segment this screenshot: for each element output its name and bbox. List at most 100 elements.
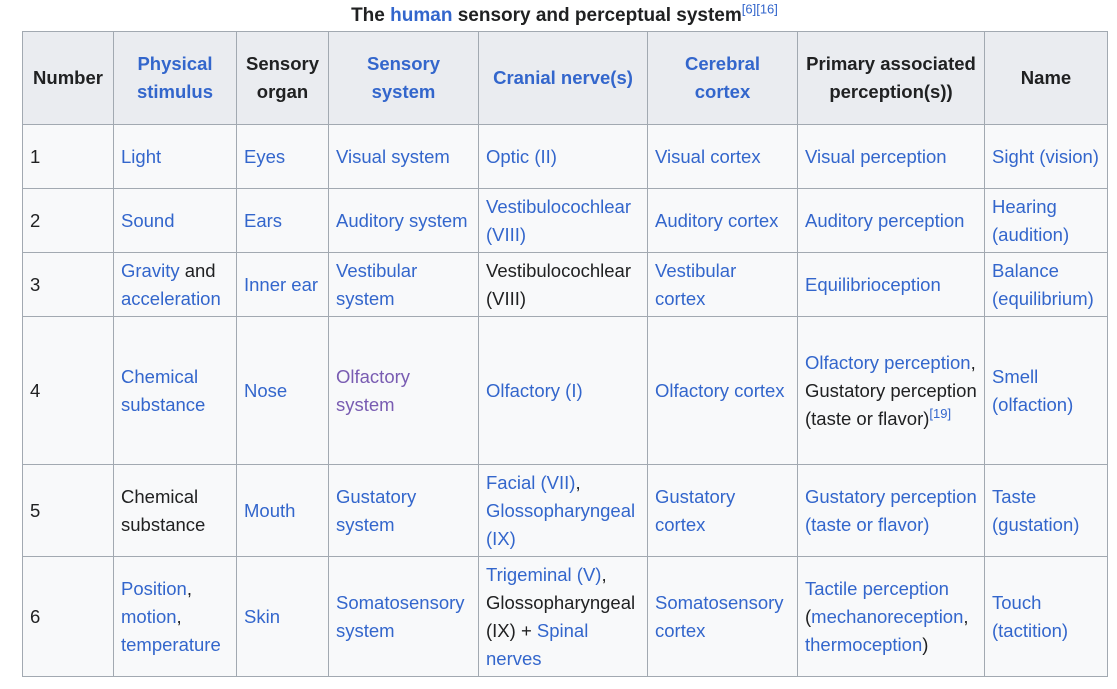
cell-link[interactable]: Auditory system [336, 209, 468, 231]
cell-link[interactable]: Balance (equilibrium) [992, 259, 1094, 309]
cell-link[interactable]: temperature [121, 633, 221, 655]
cell-link[interactable]: Touch (tactition) [992, 591, 1069, 641]
cell-link[interactable]: motion [121, 605, 177, 627]
table-cell: Vestibular system [328, 252, 479, 317]
table-cell: Gustatory system [328, 464, 479, 557]
cell-link[interactable]: Visual system [336, 145, 450, 167]
table-cell: Ears [236, 188, 329, 253]
table-cell: Touch (tactition) [984, 556, 1108, 677]
table-cell: Equilibrioception [797, 252, 985, 317]
cell-link[interactable]: Smell (olfaction) [992, 365, 1074, 415]
cell-link[interactable]: Olfactory perception [805, 351, 971, 373]
cell-link[interactable]: Sound [121, 209, 175, 231]
cell-link[interactable]: Position [121, 577, 187, 599]
cell-link[interactable]: Vestibulocochlear (VIII) [486, 195, 632, 245]
column-header: Physical stimulus [113, 31, 237, 125]
cell-link[interactable]: Skin [244, 605, 280, 627]
cell-link[interactable]: Sight (vision) [992, 145, 1099, 167]
table-cell: Balance (equilibrium) [984, 252, 1108, 317]
cell-link[interactable]: Auditory cortex [655, 209, 779, 231]
table-cell: Olfactory cortex [647, 316, 798, 465]
caption-link-human[interactable]: human [390, 5, 453, 26]
table-cell: Light [113, 124, 237, 189]
caption-reference[interactable]: [6][16] [741, 1, 778, 17]
cell-link[interactable]: Nose [244, 379, 288, 401]
table-cell: Optic (II) [478, 124, 648, 189]
cell-link[interactable]: Gustatory system [336, 485, 417, 535]
column-header: Cranial nerve(s) [478, 31, 648, 125]
cell-link[interactable]: Spinal nerves [486, 619, 589, 669]
cell-link[interactable]: Vestibular system [336, 259, 418, 309]
cell-text: and [179, 259, 216, 281]
cell-link[interactable]: Mouth [244, 499, 296, 521]
cell-link[interactable]: mechanoreception [811, 605, 964, 627]
cell-link[interactable]: Gustatory perception (taste or flavor) [805, 485, 977, 535]
cell-link[interactable]: Facial (VII) [486, 471, 576, 493]
table-row: 5 Chemical substance Mouth Gustatory system… [22, 464, 1108, 557]
table-cell: Position, motion, temperature [113, 556, 237, 677]
table-cell: Gravity and acceleration [113, 252, 237, 317]
table-row: 2 Sound Ears Auditory system Vestibulocochle… [22, 188, 1108, 253]
cell-text: 1 [30, 145, 41, 167]
cell-link[interactable]: Eyes [244, 145, 286, 167]
cell-link[interactable]: Trigeminal (V) [486, 563, 602, 585]
cell-link[interactable]: Olfactory system [336, 365, 411, 415]
column-header-label: Number [33, 67, 103, 88]
table-cell: Gustatory cortex [647, 464, 798, 557]
column-header-link[interactable]: Sensory system [366, 53, 440, 102]
table-cell: Somatosensory system [328, 556, 479, 677]
table-cell: Taste (gustation) [984, 464, 1108, 557]
cell-link[interactable]: thermoception [805, 633, 923, 655]
column-header: Sensory system [328, 31, 479, 125]
table-cell: Skin [236, 556, 329, 677]
cell-link[interactable]: Inner ear [244, 273, 319, 295]
table-cell: 5 [22, 464, 114, 557]
cell-link[interactable]: Equilibrioception [805, 273, 941, 295]
cell-link[interactable]: Vestibular cortex [655, 259, 737, 309]
table-cell: 2 [22, 188, 114, 253]
cell-link[interactable]: Olfactory (I) [486, 379, 583, 401]
cell-link[interactable]: Ears [244, 209, 283, 231]
column-header: Primary associated perception(s)) [797, 31, 985, 125]
table-cell: Inner ear [236, 252, 329, 317]
cell-link[interactable]: Optic (II) [486, 145, 557, 167]
cell-text: Chemical substance [121, 485, 206, 535]
column-header-link[interactable]: Cranial nerve(s) [493, 67, 633, 88]
table-cell: Hearing (audition) [984, 188, 1108, 253]
column-header-link[interactable]: Cerebral cortex [684, 53, 761, 102]
cell-link[interactable]: acceleration [121, 287, 221, 309]
reference-link[interactable]: [19] [929, 405, 952, 421]
table-cell: 6 [22, 556, 114, 677]
cell-text: , [186, 577, 192, 599]
table-body: 1 Light Eyes Visual system Optic (II) Visual … [22, 124, 1108, 677]
cell-link[interactable]: Glossopharyngeal (IX) [486, 499, 636, 549]
caption-suffix: sensory and perceptual system [452, 5, 742, 26]
cell-link[interactable]: Auditory perception [805, 209, 965, 231]
cell-link[interactable]: Somatosensory cortex [655, 591, 784, 641]
cell-link[interactable]: Gustatory cortex [655, 485, 736, 535]
cell-link[interactable]: Olfactory cortex [655, 379, 785, 401]
cell-link[interactable]: Taste (gustation) [992, 485, 1080, 535]
cell-text: 5 [30, 499, 41, 521]
table-cell: Vestibulocochlear (VIII) [478, 252, 648, 317]
cell-text: , Gustatory perception (taste or flavor) [805, 351, 977, 429]
table-cell: Visual system [328, 124, 479, 189]
column-header-link[interactable]: Physical stimulus [136, 53, 214, 102]
cell-link[interactable]: Gravity [121, 259, 180, 281]
cell-link[interactable]: Light [121, 145, 162, 167]
table-cell: Gustatory perception (taste or flavor) [797, 464, 985, 557]
cell-link[interactable]: Somatosensory system [336, 591, 465, 641]
cell-text: Vestibulocochlear (VIII) [486, 259, 632, 309]
table-cell: Chemical substance [113, 464, 237, 557]
cell-link[interactable]: Chemical substance [121, 365, 206, 415]
column-header: Name [984, 31, 1108, 125]
table-cell: Trigeminal (V), Glossopharyngeal (IX) + … [478, 556, 648, 677]
cell-link[interactable]: Visual perception [805, 145, 947, 167]
cell-link[interactable]: Tactile perception [805, 577, 949, 599]
cell-link[interactable]: Hearing (audition) [992, 195, 1070, 245]
cell-link[interactable]: Visual cortex [655, 145, 761, 167]
